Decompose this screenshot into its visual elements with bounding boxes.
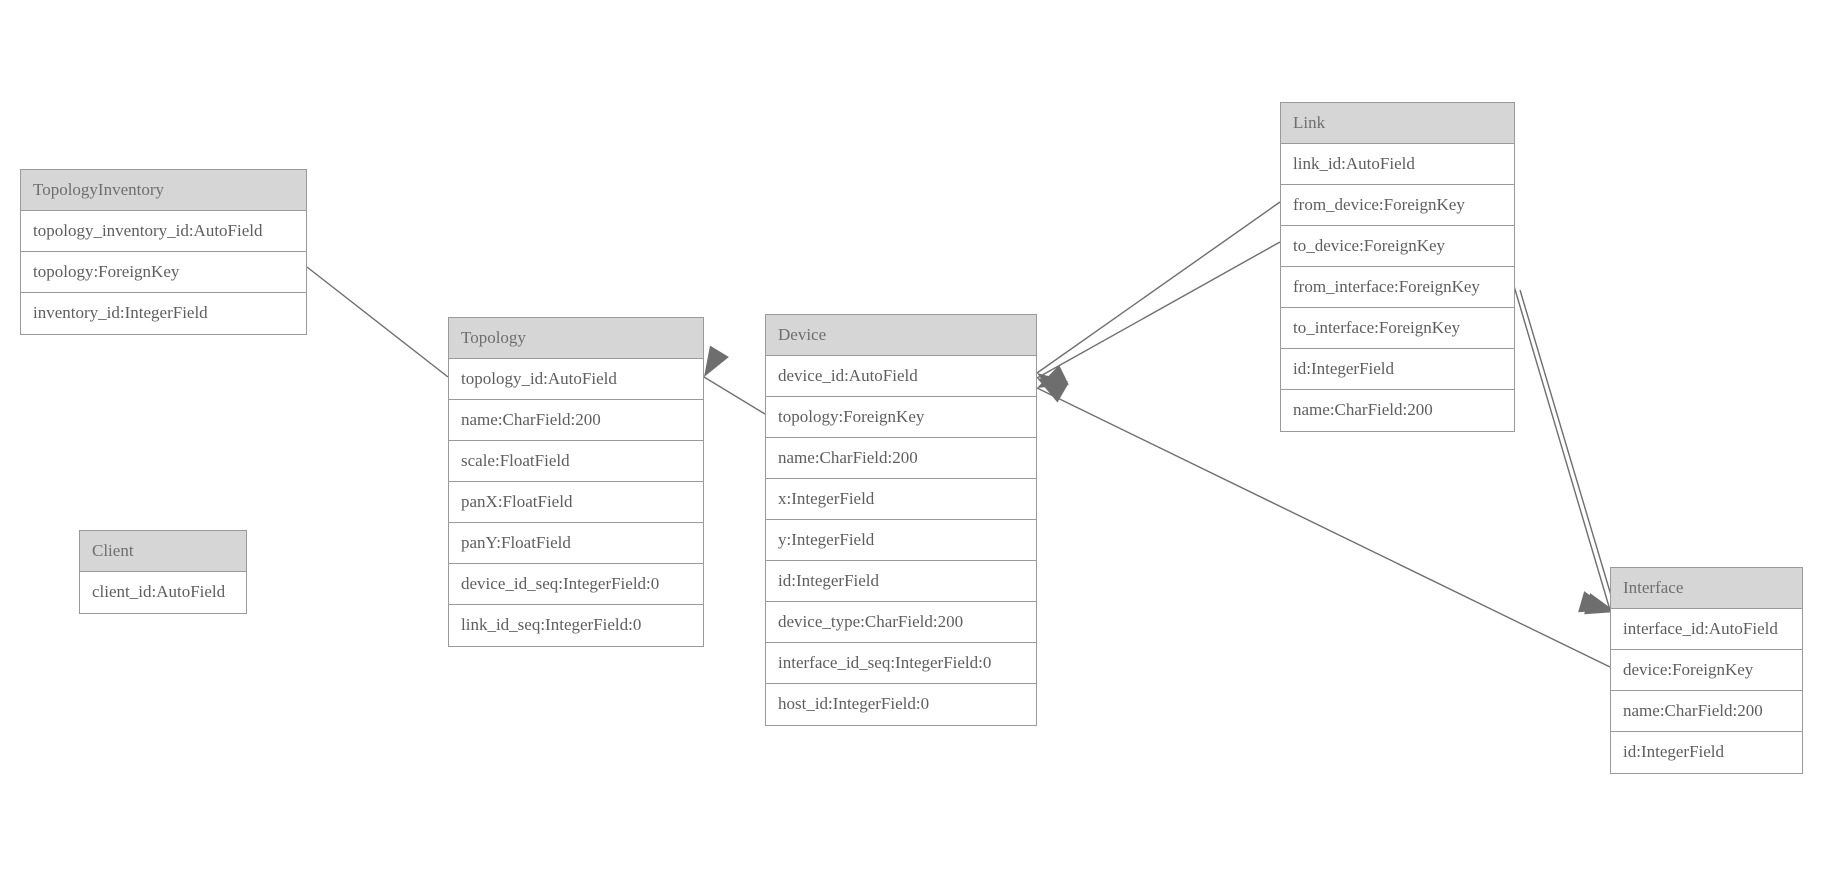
entity-field-row[interactable]: topology_id:AutoField	[449, 359, 703, 400]
entity-field-row[interactable]: id:IntegerField	[1281, 349, 1514, 390]
entity-field-row[interactable]: link_id:AutoField	[1281, 144, 1514, 185]
entity-field-row[interactable]: name:CharField:200	[1611, 691, 1802, 732]
relation-line-link-to-device	[1036, 241, 1281, 379]
entity-title-interface: Interface	[1611, 568, 1802, 609]
entity-field-row[interactable]: interface_id:AutoField	[1611, 609, 1802, 650]
relation-line-link-from-device	[1036, 201, 1281, 374]
entity-field-row[interactable]: from_device:ForeignKey	[1281, 185, 1514, 226]
entity-field-row[interactable]: device_id:AutoField	[766, 356, 1036, 397]
entity-title-topology: Topology	[449, 318, 703, 359]
entity-field-row[interactable]: device:ForeignKey	[1611, 650, 1802, 691]
entity-field-row[interactable]: device_id_seq:IntegerField:0	[449, 564, 703, 605]
entity-field-row[interactable]: y:IntegerField	[766, 520, 1036, 561]
relation-line-topologyinventory-topology	[306, 266, 449, 378]
entity-field-row[interactable]: inventory_id:IntegerField	[21, 293, 306, 334]
entity-title-client: Client	[80, 531, 246, 572]
entity-field-row[interactable]: id:IntegerField	[766, 561, 1036, 602]
entity-field-row[interactable]: x:IntegerField	[766, 479, 1036, 520]
entity-field-row[interactable]: panY:FloatField	[449, 523, 703, 564]
entity-field-row[interactable]: to_device:ForeignKey	[1281, 226, 1514, 267]
entity-field-row[interactable]: name:CharField:200	[449, 400, 703, 441]
entity-title-link: Link	[1281, 103, 1514, 144]
entity-field-row[interactable]: link_id_seq:IntegerField:0	[449, 605, 703, 646]
entity-field-row[interactable]: device_type:CharField:200	[766, 602, 1036, 643]
entity-field-row[interactable]: host_id:IntegerField:0	[766, 684, 1036, 725]
relation-line-device-topology	[703, 376, 766, 415]
relation-arrowhead-link-to-device	[1037, 378, 1069, 403]
entity-field-row[interactable]: topology:ForeignKey	[21, 252, 306, 293]
entity-field-row[interactable]: scale:FloatField	[449, 441, 703, 482]
entity-field-row[interactable]: topology:ForeignKey	[766, 397, 1036, 438]
relation-line-link-from-interface	[1513, 285, 1611, 611]
relation-line-link-to-interface	[1519, 289, 1617, 613]
entity-field-row[interactable]: name:CharField:200	[1281, 390, 1514, 431]
entity-field-row[interactable]: interface_id_seq:IntegerField:0	[766, 643, 1036, 684]
entity-title-topology_inventory: TopologyInventory	[21, 170, 306, 211]
entity-field-row[interactable]: to_interface:ForeignKey	[1281, 308, 1514, 349]
entity-field-row[interactable]: name:CharField:200	[766, 438, 1036, 479]
entity-field-row[interactable]: id:IntegerField	[1611, 732, 1802, 773]
entity-field-row[interactable]: from_interface:ForeignKey	[1281, 267, 1514, 308]
entity-field-row[interactable]: topology_inventory_id:AutoField	[21, 211, 306, 252]
relation-arrowhead-link-from-interface	[1578, 591, 1610, 613]
entity-field-row[interactable]: client_id:AutoField	[80, 572, 246, 613]
entity-field-row[interactable]: panX:FloatField	[449, 482, 703, 523]
relation-arrowhead-interface-device	[1037, 364, 1069, 388]
entity-title-device: Device	[766, 315, 1036, 356]
